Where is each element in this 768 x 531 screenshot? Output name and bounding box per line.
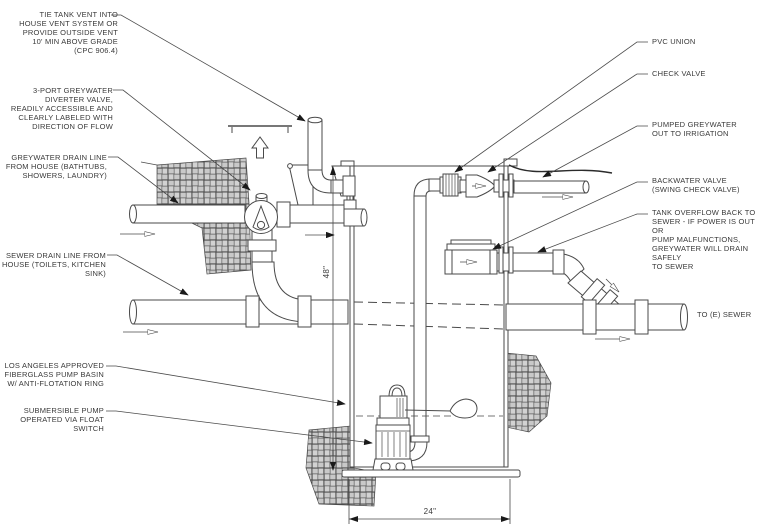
sewer-pipe-existing bbox=[505, 299, 688, 335]
backwater-valve-fitting bbox=[444, 239, 498, 275]
vent-pipe bbox=[307, 116, 356, 197]
label-submersible-pump: SUBMERSIBLE PUMP OPERATED VIA FLOAT SWIT… bbox=[20, 406, 104, 433]
sewer-couplings-left bbox=[245, 295, 312, 328]
label-pump-basin: LOS ANGELES APPROVED FIBERGLASS PUMP BAS… bbox=[4, 361, 104, 388]
flow-arrows bbox=[120, 197, 630, 339]
label-check-valve: CHECK VALVE bbox=[652, 69, 706, 78]
label-tank-overflow: TANK OVERFLOW BACK TO SEWER - IF POWER I… bbox=[652, 208, 756, 271]
irrigation-pipe bbox=[493, 173, 590, 198]
submersible-pump-figure bbox=[372, 384, 414, 471]
up-arrow-icon bbox=[251, 136, 269, 159]
label-diverter-valve: 3-PORT GREYWATER DIVERTER VALVE, READILY… bbox=[10, 86, 113, 131]
earth-hatch-right bbox=[505, 352, 552, 433]
float-switch-figure bbox=[404, 398, 478, 419]
anti-flotation-ring bbox=[341, 469, 521, 478]
dimension-24-text: 24" bbox=[424, 507, 437, 516]
vent-termination-symbol bbox=[228, 125, 292, 133]
pump-basin-tank bbox=[340, 158, 518, 468]
discharge-riser-pipe bbox=[413, 178, 444, 437]
dimension-48-text: 48" bbox=[322, 266, 331, 279]
greywater-pipe bbox=[129, 201, 351, 228]
label-pumped-greywater: PUMPED GREYWATER OUT TO IRRIGATION bbox=[652, 120, 737, 138]
earth-hatch-bottom bbox=[305, 425, 377, 507]
diverter-drop-pipe bbox=[247, 229, 309, 323]
label-to-existing-sewer: TO (E) SEWER bbox=[697, 310, 752, 319]
tank-inlet-drop bbox=[343, 196, 368, 227]
leader-lines bbox=[106, 14, 648, 446]
label-backwater-valve: BACKWATER VALVE (SWING CHECK VALVE) bbox=[652, 176, 740, 194]
dimension-24: 24" bbox=[348, 479, 511, 524]
dimension-48: 48" bbox=[322, 166, 336, 471]
sewer-pipe-hidden bbox=[353, 301, 505, 330]
label-greywater-drain: GREYWATER DRAIN LINE FROM HOUSE (BATHTUB… bbox=[5, 153, 107, 180]
pvc-union-fitting bbox=[439, 173, 462, 197]
label-sewer-drain: SEWER DRAIN LINE FROM HOUSE (TOILETS, KI… bbox=[1, 251, 106, 278]
sewer-pipe-house bbox=[129, 299, 349, 325]
diverter-valve bbox=[244, 193, 278, 234]
label-tank-vent: TIE TANK VENT INTO HOUSE VENT SYSTEM OR … bbox=[19, 10, 118, 55]
check-valve-fitting bbox=[459, 174, 496, 198]
grade-line-right bbox=[508, 164, 613, 174]
label-pvc-union: PVC UNION bbox=[652, 37, 696, 46]
